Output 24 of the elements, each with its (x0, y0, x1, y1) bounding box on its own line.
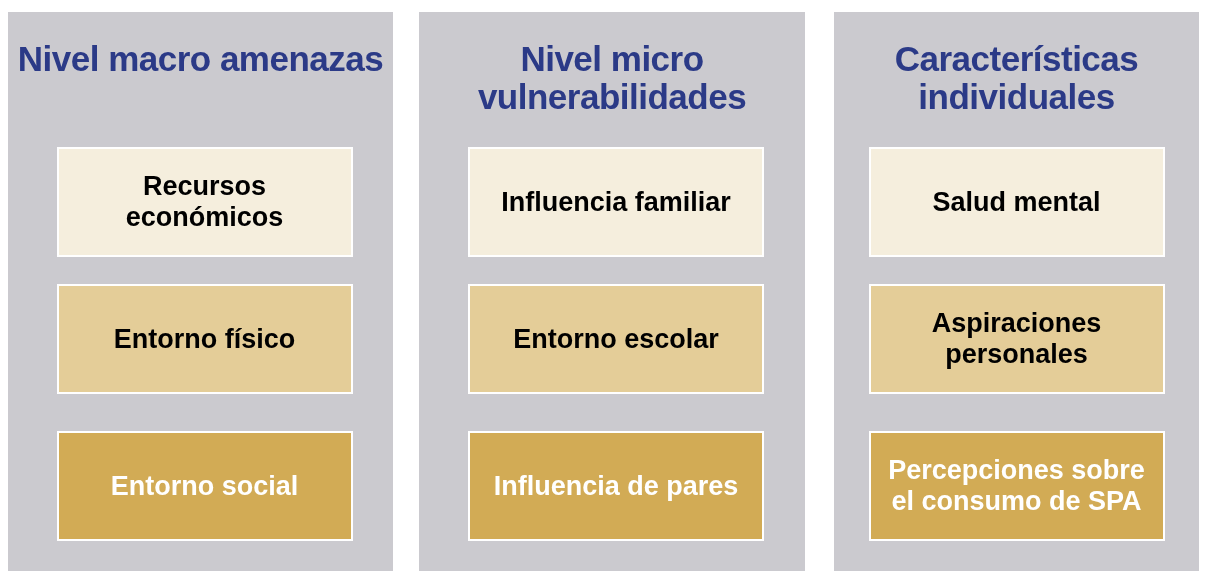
factor-label: Influencia de pares (492, 470, 740, 502)
factor-label: Percepciones sobre el consumo de SPA (887, 455, 1146, 517)
column-panel (834, 12, 1199, 571)
column-panel (8, 12, 393, 571)
factor-box (56, 431, 353, 541)
column-heading: Características individuales (893, 40, 1140, 116)
factor-box (468, 284, 764, 394)
factor-label: Recursos económicos (124, 171, 285, 233)
factor-box (868, 147, 1165, 257)
column-panel (419, 12, 805, 571)
factor-label: Entorno escolar (512, 323, 720, 355)
factor-label: Influencia familiar (500, 186, 732, 218)
factor-box (56, 284, 353, 394)
factor-box (56, 147, 353, 257)
factor-box (868, 431, 1165, 541)
factor-box (468, 431, 764, 541)
factor-label: Aspiraciones personales (930, 308, 1103, 370)
factor-label: Entorno físico (112, 323, 297, 355)
factor-label: Salud mental (931, 186, 1102, 218)
factor-box (468, 147, 764, 257)
factor-box (868, 284, 1165, 394)
column-heading: Nivel micro vulnerabilidades (476, 40, 748, 116)
factor-label: Entorno social (109, 470, 300, 502)
column-heading: Nivel macro amenazas (16, 40, 385, 78)
